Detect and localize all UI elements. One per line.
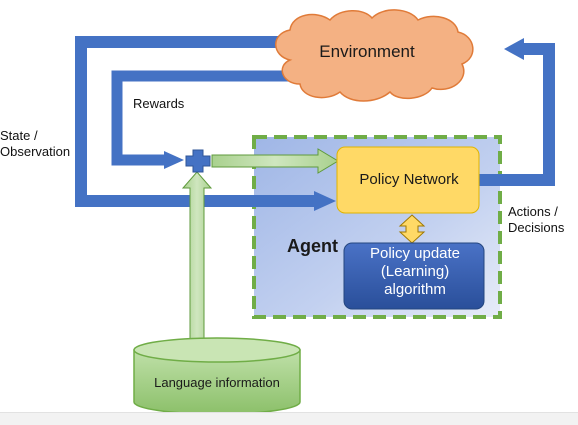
bottom-strip: [0, 412, 578, 425]
state-observation-label: State / Observation: [0, 128, 70, 161]
environment-label: Environment: [319, 42, 415, 61]
actions-arrowhead: [504, 38, 524, 60]
actions-decisions-label: Actions / Decisions: [508, 204, 564, 237]
language-information-label: Language information: [154, 375, 280, 390]
policy-update-label: Policy update (Learning) algorithm: [345, 245, 485, 299]
state-label-line1: State /: [0, 128, 38, 143]
actions-arrow: [478, 43, 555, 186]
policy-update-line3: algorithm: [384, 281, 446, 298]
environment-cloud: [275, 9, 474, 102]
state-arrowhead: [314, 191, 336, 211]
plus-icon: [185, 149, 211, 173]
combined-input-arrow: [211, 148, 339, 174]
agent-label: Agent: [287, 236, 338, 256]
actions-label-line2: Decisions: [508, 220, 565, 236]
language-arrow: [181, 171, 213, 347]
actions-label-line1: Actions /: [508, 204, 558, 219]
policy-network-label: Policy Network: [359, 171, 459, 188]
language-database-top: [133, 337, 301, 363]
policy-update-line1: Policy update: [369, 245, 461, 262]
rewards-arrow: [111, 70, 300, 166]
rewards-arrowhead: [164, 151, 184, 169]
policy-network-box: [336, 146, 480, 214]
policy-update-line2: (Learning): [380, 263, 450, 280]
policy-update-box: [343, 242, 485, 310]
state-label-line2: Observation: [0, 144, 71, 160]
rewards-label: Rewards: [133, 96, 185, 111]
